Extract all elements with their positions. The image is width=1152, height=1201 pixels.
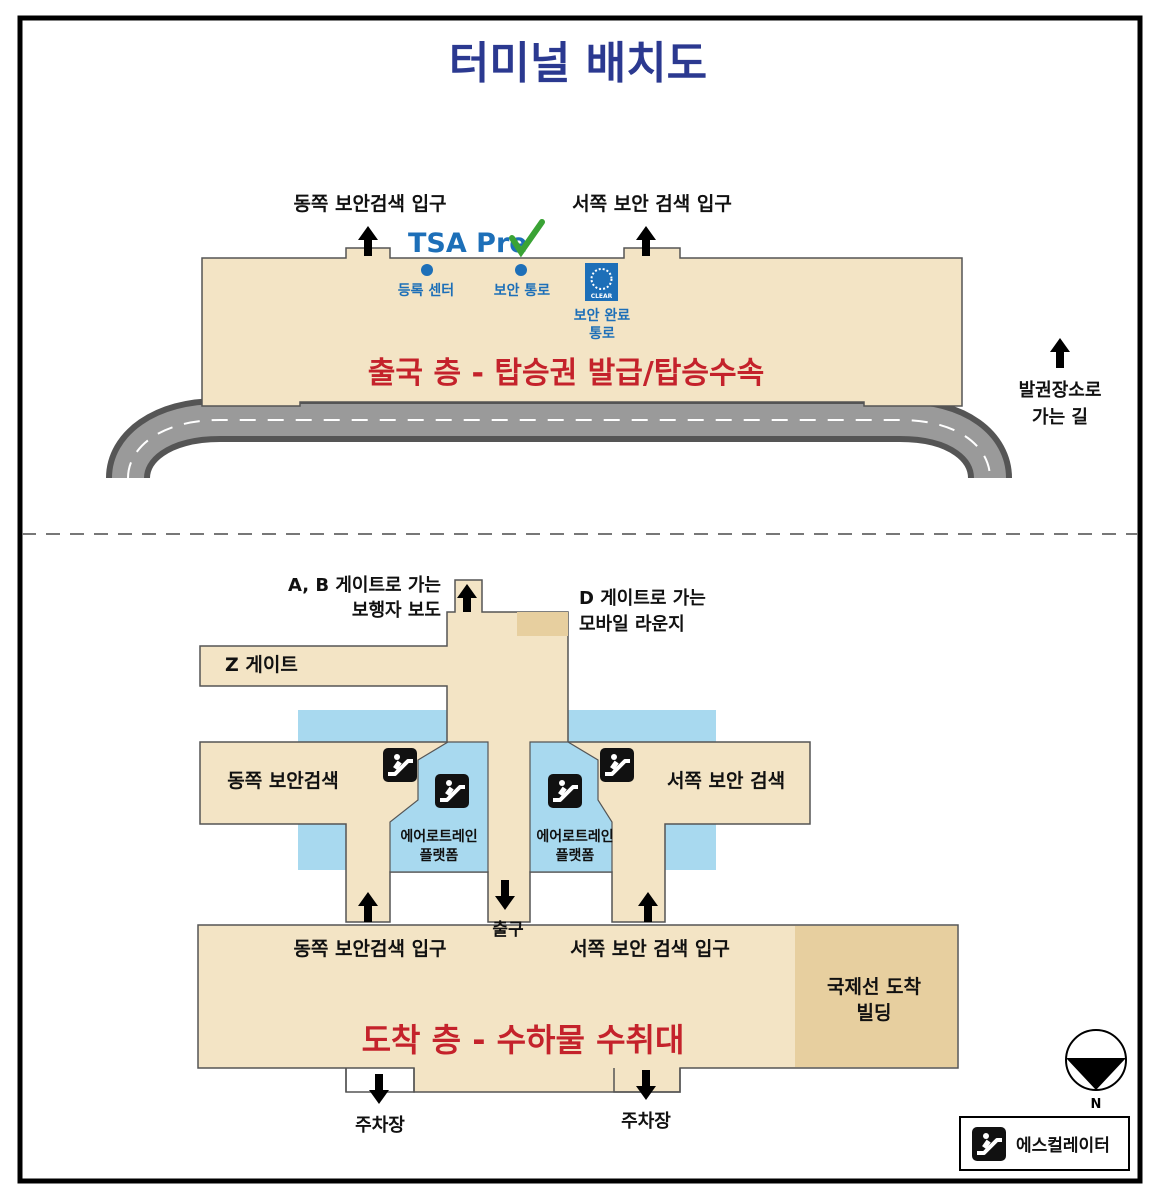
escalator-icon [546,772,584,810]
east-entrance-label: 동쪽 보안검색 입구 [293,193,446,215]
enrollment-dot [421,264,433,276]
intl-arrivals-line2: 빌딩 [857,1002,892,1024]
escalator-icon [970,1125,1008,1163]
intl-arrivals-line1: 국제선 도착 [827,976,922,998]
ticketing-label-line2: 가는 길 [1032,406,1088,428]
clear-logo-text: CLEAR [591,293,613,300]
mobile-lounge-building [517,612,568,636]
d-gates-label-line2: 모바일 라운지 [579,614,685,635]
ab-gates-label-line2: 보행자 보도 [352,600,441,621]
d-gates-label-line1: D 게이트로 가는 [579,588,706,609]
legend: 에스컬레이터 [959,1116,1130,1171]
departures-floor-title: 출국 층 - 탑승권 발급/탑승수속 [368,356,764,391]
escalator-icon [433,772,471,810]
compass-north-label: N [1091,1097,1102,1112]
security-lane-label: 보안 통로 [494,282,551,299]
west-entrance-label: 서쪽 보안 검색 입구 [572,193,732,215]
compass-icon [1065,1029,1127,1091]
parking-label-right: 주차장 [621,1111,671,1132]
clear-lane-label-line2: 통로 [589,326,615,342]
escalator-icon [598,746,636,784]
arrivals-floor-title: 도착 층 - 수하물 수취대 [362,1021,685,1059]
enrollment-label: 등록 센터 [398,283,454,299]
up-arrow-icon [457,584,477,612]
down-arrow-icon [369,1074,389,1104]
up-arrow-icon [636,226,656,256]
arr-west-entrance-label: 서쪽 보안 검색 입구 [570,938,730,960]
security-lane-dot [515,264,527,276]
clear-logo: CLEAR [585,263,618,301]
legend-escalator-label: 에스컬레이터 [1016,1136,1110,1156]
aerotrain-right-line2: 플랫폼 [556,847,595,864]
east-security-label: 동쪽 보안검색 [227,770,339,792]
escalator-icon [381,746,419,784]
aerotrain-right-line1: 에어로트레인 [536,828,613,845]
ab-gates-label-line1: A, B 게이트로 가는 [288,575,441,596]
departures-road [106,398,1012,480]
departures-floor [201,247,963,407]
z-gate-label: Z 게이트 [225,654,298,676]
up-arrow-icon [358,226,378,256]
up-arrow-icon [638,892,658,922]
up-arrow-icon [358,892,378,922]
aerotrain-left-line2: 플랫폼 [420,847,459,864]
down-arrow-icon [495,880,515,910]
up-arrow-icon [1050,338,1070,368]
ticketing-label-line1: 발권장소로 [1019,380,1102,401]
exit-label: 출구 [492,920,524,940]
aerotrain-left-line1: 에어로트레인 [400,828,477,845]
clear-lane-label-line1: 보안 완료 [574,307,631,324]
check-mark-icon [509,219,545,258]
tsa-precheck-logo: TSA Pre [408,228,528,259]
west-security-label: 서쪽 보안 검색 [667,770,785,792]
arr-east-entrance-label: 동쪽 보안검색 입구 [293,938,446,960]
map-title: 터미널 배치도 [449,38,707,89]
international-arrivals-building [795,926,957,1067]
down-arrow-icon [636,1070,656,1100]
parking-label-left: 주차장 [355,1115,405,1136]
